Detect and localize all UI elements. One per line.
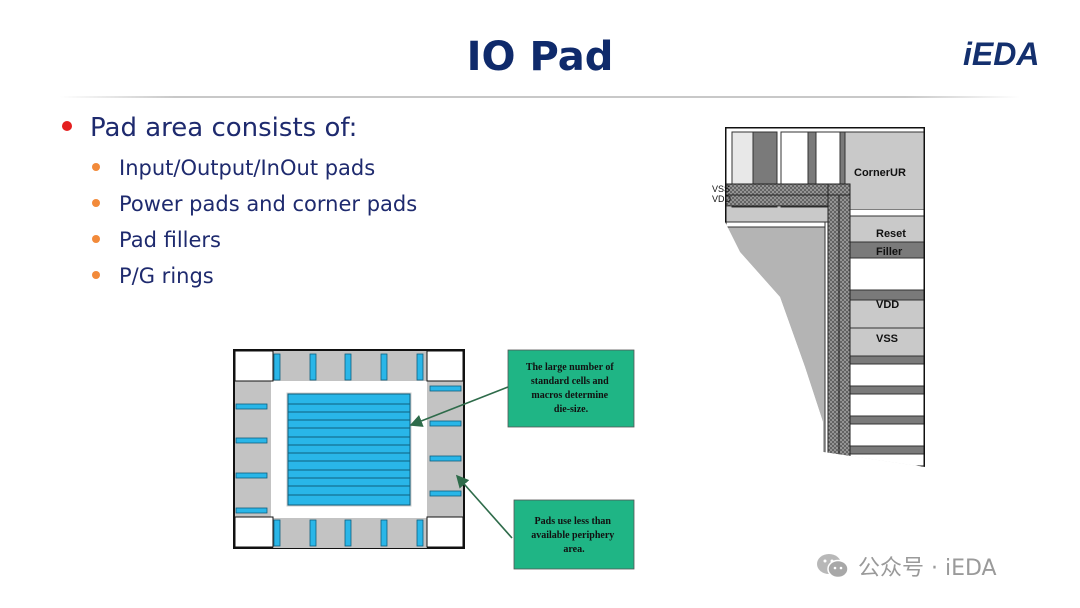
pad-ring-left: [235, 381, 271, 517]
callout-die-size: [507, 349, 635, 428]
callout-line: available periphery: [531, 530, 614, 541]
pad-label-vss: VSS: [876, 333, 898, 345]
bullet-dot-icon: [92, 235, 100, 243]
ieda-logo: iEDA: [963, 36, 1040, 72]
sub-bullet-text: Input/Output/InOut pads: [119, 156, 376, 180]
sub-bullet-text: Pad fillers: [119, 228, 221, 252]
bottom-pads: [273, 519, 424, 547]
svg-text:Pads use less than availab: Pads use less than available periphery a…: [531, 516, 617, 555]
die-diagram: The large number of standard cells and m…: [233, 349, 635, 570]
corner-cell: [426, 516, 464, 548]
callout-arrow: [409, 386, 509, 427]
pad-ring-corner-diagram: CornerUR VSS VDD Reset Filler VDD VSS: [705, 122, 925, 467]
sub-bullet: Pad fillers: [92, 228, 221, 252]
right-pads: [429, 385, 462, 497]
callout-line: area.: [563, 544, 585, 555]
main-bullet: Pad area consists of:: [62, 113, 357, 143]
bullet-dot-icon: [92, 271, 100, 279]
sub-bullet: Power pads and corner pads: [92, 192, 417, 216]
cutaway-region: [705, 122, 925, 467]
callout-line: The large number of: [526, 362, 615, 373]
pad-label-reset: Reset: [876, 228, 906, 240]
watermark-text: 公众号 · iEDA: [858, 556, 997, 581]
bullet-dot-icon: [92, 163, 100, 171]
sub-bullet-text: Power pads and corner pads: [119, 192, 418, 216]
main-bullet-text: Pad area consists of:: [90, 113, 358, 143]
callout-line: Pads use less than: [535, 516, 612, 527]
pad-ring-right: [427, 381, 463, 517]
sub-bullet: Input/Output/InOut pads: [92, 156, 375, 180]
bullet-dot-icon: [62, 120, 72, 131]
top-pads: [273, 353, 424, 381]
corner-cell: [234, 350, 274, 382]
sub-bullet-text: P/G rings: [119, 264, 214, 288]
title-divider: [60, 96, 1020, 98]
wechat-icon: [817, 554, 849, 579]
slide-title: IO Pad: [466, 34, 614, 80]
pad-label-filler: Filler: [876, 246, 903, 258]
callout-periphery: [513, 499, 635, 570]
vdd-ring-label: VDD: [712, 194, 732, 204]
corner-cell: [426, 350, 464, 382]
callout-arrow: [455, 474, 513, 539]
sub-bullet: P/G rings: [92, 264, 214, 288]
callout-line: macros determine: [531, 390, 608, 401]
pad-label-vdd: VDD: [876, 299, 899, 311]
vss-ring-label: VSS: [712, 184, 730, 194]
bullet-dot-icon: [92, 199, 100, 207]
corner-label: CornerUR: [854, 167, 906, 179]
left-pads: [235, 403, 268, 514]
callout-line: standard cells and: [531, 376, 609, 387]
callout-line: die-size.: [554, 404, 589, 415]
core-rows: [287, 393, 411, 506]
svg-text:The large number of standa: The large number of standard cells and m…: [526, 362, 616, 415]
corner-cell: [234, 516, 274, 548]
